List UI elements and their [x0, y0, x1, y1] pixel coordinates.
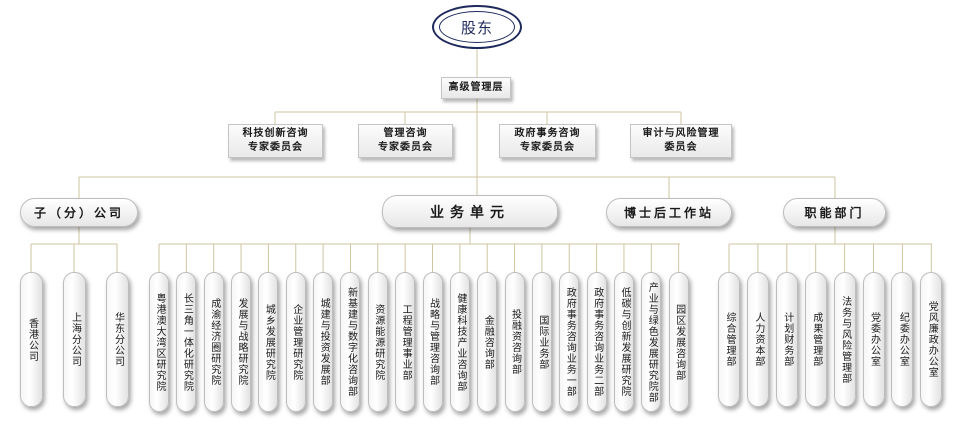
root-node-label: 股东 — [439, 11, 515, 43]
committee-label: 政府事务咨询专家委员会 — [515, 127, 581, 155]
functional-department-item[interactable]: 党委办公室 — [862, 272, 885, 407]
business-unit-item[interactable]: 金融咨询部 — [477, 272, 498, 412]
senior-management-node[interactable]: 高级管理层 — [441, 77, 511, 99]
business-unit-item-label: 企业管理研究院 — [290, 303, 302, 381]
group-postdoc-station[interactable]: 博士后工作站 — [606, 198, 732, 227]
functional-department-item-label: 计划财务部 — [781, 312, 793, 367]
committee-line2: 委员会 — [664, 142, 698, 153]
functional-department-item-label: 党风廉政办公室 — [926, 301, 938, 378]
business-unit-item[interactable]: 长三角一体化研究院 — [176, 272, 197, 412]
business-unit-item[interactable]: 资源能源研究院 — [367, 272, 388, 412]
functional-department-item[interactable]: 人力资本部 — [746, 272, 769, 407]
business-unit-item-label: 政府事务咨询业务二部 — [591, 287, 603, 397]
subsidiary-item[interactable]: 上海分公司 — [63, 272, 86, 407]
functional-department-item[interactable]: 纪委办公室 — [891, 272, 914, 407]
subsidiary-item[interactable]: 香港公司 — [20, 272, 43, 407]
business-unit-item-label: 资源能源研究院 — [372, 303, 384, 381]
business-unit-item-label: 工程管理事业部 — [400, 303, 412, 381]
functional-department-item[interactable]: 法务与风险管理部 — [833, 272, 856, 407]
business-unit-item-label: 城乡发展研究院 — [263, 303, 275, 381]
subsidiary-item[interactable]: 华东分公司 — [106, 272, 129, 407]
business-unit-item-label: 长三角一体化研究院 — [181, 292, 193, 392]
functional-department-item-label: 综合管理部 — [724, 312, 735, 367]
business-unit-item[interactable]: 投融资咨询部 — [504, 272, 525, 412]
committee-line1: 审计与风险管理 — [642, 128, 720, 139]
business-unit-item[interactable]: 城乡发展研究院 — [258, 272, 279, 412]
group-label: 博士后工作站 — [623, 206, 714, 220]
business-unit-item-label: 投融资咨询部 — [509, 309, 521, 375]
functional-department-item-label: 纪委办公室 — [897, 312, 909, 367]
business-unit-item[interactable]: 园区发展咨询部 — [668, 272, 689, 412]
committee-line2: 专家委员会 — [378, 142, 433, 153]
committee-line1: 科技创新咨询 — [242, 128, 309, 139]
committee-node-tech-innovation[interactable]: 科技创新咨询专家委员会 — [228, 124, 323, 158]
group-business-units[interactable]: 业务单元 — [382, 195, 558, 228]
committee-node-management-consulting[interactable]: 管理咨询专家委员会 — [358, 124, 453, 158]
business-unit-item[interactable]: 成渝经济圈研究院 — [203, 272, 224, 412]
functional-department-item-label: 法务与风险管理部 — [839, 295, 851, 384]
business-unit-item-label: 国际业务部 — [536, 314, 548, 370]
business-unit-item-label: 城建与投资发展部 — [318, 298, 330, 386]
business-unit-item-label: 发展与战略研究院 — [236, 298, 248, 386]
subsidiary-item-label: 华东分公司 — [112, 312, 124, 367]
business-unit-item[interactable]: 战略与管理咨询部 — [422, 272, 443, 412]
functional-department-item[interactable]: 计划财务部 — [775, 272, 798, 407]
committee-line1: 管理咨询 — [383, 128, 428, 139]
committee-line2: 专家委员会 — [520, 142, 575, 153]
group-subsidiaries[interactable]: 子（分）公司 — [20, 198, 138, 227]
business-unit-item-label: 金融咨询部 — [482, 314, 494, 370]
functional-department-item[interactable]: 综合管理部 — [718, 272, 740, 407]
group-functional-departments[interactable]: 职能部门 — [783, 198, 886, 227]
committee-node-government-affairs[interactable]: 政府事务咨询专家委员会 — [499, 124, 596, 158]
functional-department-item-label: 人力资本部 — [752, 312, 764, 367]
business-unit-item-label: 战略与管理咨询部 — [427, 298, 439, 386]
business-unit-item[interactable]: 政府事务咨询业务一部 — [559, 272, 580, 412]
committee-line1: 政府事务咨询 — [514, 128, 581, 139]
business-unit-item[interactable]: 政府事务咨询业务二部 — [586, 272, 607, 412]
business-unit-item[interactable]: 城建与投资发展部 — [313, 272, 334, 412]
business-unit-item[interactable]: 粤港澳大湾区研究院 — [149, 272, 169, 412]
business-unit-item[interactable]: 国际业务部 — [531, 272, 552, 412]
business-unit-item[interactable]: 工程管理事业部 — [395, 272, 416, 412]
business-unit-item-label: 新基建与数字化咨询部 — [345, 287, 357, 397]
business-unit-item-label: 粤港澳大湾区研究院 — [154, 292, 165, 392]
business-unit-item-label: 园区发展咨询部 — [673, 303, 685, 381]
committee-label: 科技创新咨询专家委员会 — [243, 127, 309, 155]
group-label: 职能部门 — [804, 206, 865, 220]
business-unit-item[interactable]: 产业与绿色发展研究院部 — [641, 272, 662, 412]
subsidiary-item-label: 上海分公司 — [69, 312, 81, 367]
functional-department-item-label: 党委办公室 — [868, 312, 880, 367]
business-unit-item-label: 政府事务咨询业务一部 — [564, 287, 576, 397]
business-unit-item[interactable]: 发展与战略研究院 — [231, 272, 252, 412]
subsidiary-item-label: 香港公司 — [26, 317, 38, 362]
committee-label: 管理咨询专家委员会 — [378, 127, 433, 155]
business-unit-item[interactable]: 企业管理研究院 — [285, 272, 306, 412]
business-unit-item[interactable]: 低碳与创新发展研究院 — [613, 272, 634, 412]
business-unit-item-label: 健康科技产业咨询部 — [454, 292, 466, 392]
functional-department-item[interactable]: 成果管理部 — [804, 272, 827, 407]
functional-department-item[interactable]: 党风廉政办公室 — [920, 272, 943, 407]
senior-management-label: 高级管理层 — [448, 82, 504, 93]
business-unit-item-label: 成渝经济圈研究院 — [208, 298, 220, 386]
committee-node-audit-risk[interactable]: 审计与风险管理委员会 — [630, 124, 732, 158]
business-unit-item[interactable]: 健康科技产业咨询部 — [449, 272, 470, 412]
business-unit-item-label: 低碳与创新发展研究院 — [618, 287, 630, 397]
group-label: 子（分）公司 — [33, 206, 124, 220]
committee-label: 审计与风险管理委员会 — [643, 127, 720, 155]
business-unit-item-label: 产业与绿色发展研究院部 — [646, 281, 658, 403]
functional-department-item-label: 成果管理部 — [810, 312, 822, 367]
business-unit-item[interactable]: 新基建与数字化咨询部 — [340, 272, 361, 412]
committee-line2: 专家委员会 — [248, 142, 303, 153]
group-label: 业务单元 — [430, 204, 510, 221]
root-node-shareholders[interactable]: 股东 — [432, 5, 522, 49]
